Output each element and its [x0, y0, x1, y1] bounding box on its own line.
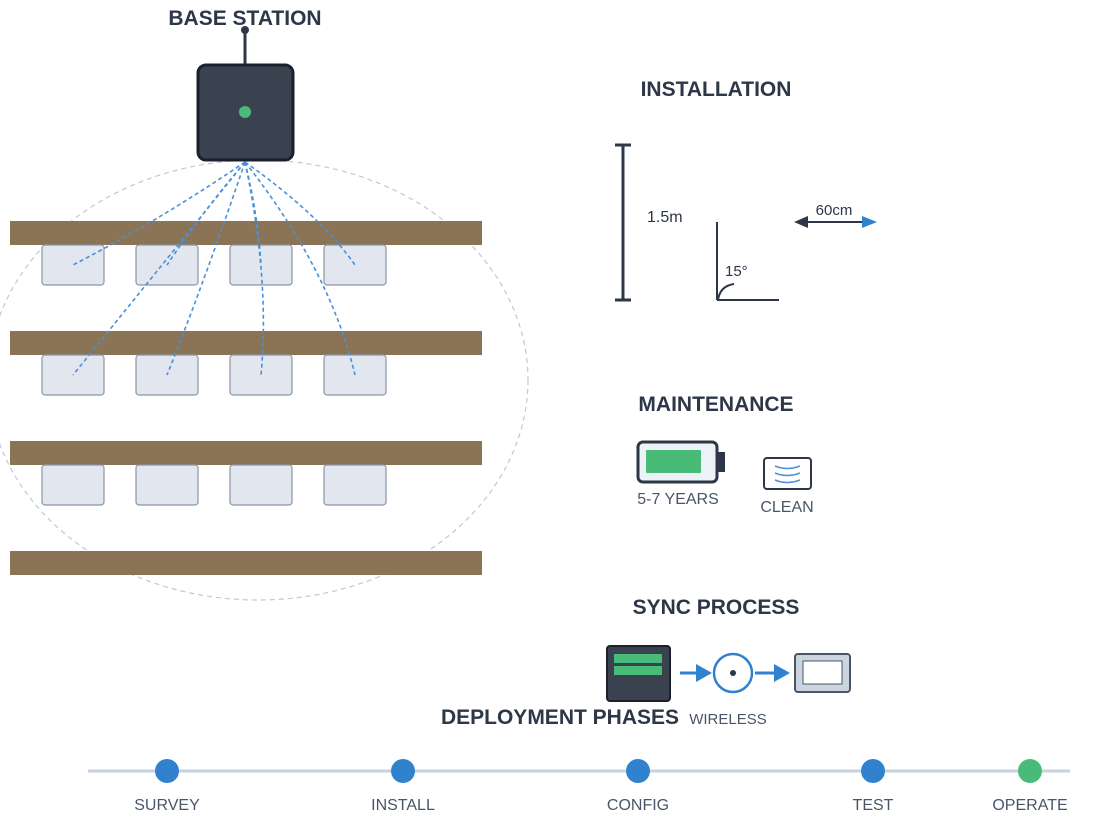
battery-terminal [717, 452, 725, 472]
shelving [10, 221, 482, 575]
phase-label: SURVEY [134, 797, 200, 814]
clean-wave [774, 479, 801, 484]
battery-label: 5-7 YEARS [637, 491, 719, 508]
spacing-label: 60cm [816, 202, 853, 219]
phase-marker [155, 759, 179, 783]
phase-list: SURVEY INSTALL CONFIG TEST OPERATE [134, 759, 1068, 814]
coverage-range [0, 159, 529, 601]
signal-beam [244, 161, 356, 376]
antenna-tip [241, 26, 249, 34]
clean-icon [763, 457, 812, 490]
shelf-3 [10, 441, 482, 465]
shelf-label-tag [41, 464, 105, 506]
signal-beams [72, 161, 356, 376]
server-bar [614, 654, 662, 663]
arrow-right-icon [696, 664, 712, 682]
battery-level [646, 450, 701, 473]
shelf-label-tag [323, 244, 387, 286]
arrow-right-icon [774, 664, 790, 682]
signal-beam [166, 161, 246, 376]
installation-section: INSTALLATION 1.5m 15° 60cm [615, 78, 877, 302]
base-station-title: BASE STATION [168, 7, 321, 30]
wireless-dot [730, 670, 736, 676]
signal-beam [72, 161, 246, 266]
clean-wave [774, 472, 801, 477]
sync-section: SYNC PROCESS WIRELESS [606, 596, 851, 728]
angle-label: 15° [725, 263, 748, 280]
clean-wave [774, 465, 801, 470]
signal-beam [72, 161, 246, 376]
phase-marker [391, 759, 415, 783]
signal-beam [244, 161, 356, 266]
status-led-icon [239, 106, 251, 118]
shelf-label-tag [229, 244, 293, 286]
clean-label: CLEAN [760, 499, 813, 516]
shelf-label-tag [135, 464, 199, 506]
shelf-labels [41, 244, 387, 506]
shelf-label-tag [229, 464, 293, 506]
base-station: BASE STATION [168, 7, 322, 162]
phase-label: OPERATE [992, 797, 1067, 814]
phase-marker [861, 759, 885, 783]
shelf-4 [10, 551, 482, 575]
shelf-label-tag [323, 464, 387, 506]
deployment-title: DEPLOYMENT PHASES [441, 706, 679, 729]
phase-marker [1018, 759, 1042, 783]
shelf-1 [10, 221, 482, 245]
maintenance-title: MAINTENANCE [638, 393, 793, 416]
height-label: 1.5m [647, 209, 683, 226]
deployment-section: DEPLOYMENT PHASES SURVEY INSTALL CONFIG TES… [88, 706, 1070, 814]
signal-beam [244, 161, 265, 376]
arrow-left-icon [794, 216, 808, 228]
sync-title: SYNC PROCESS [633, 596, 800, 619]
shelf-2 [10, 331, 482, 355]
phase-label: CONFIG [607, 797, 669, 814]
maintenance-section: MAINTENANCE 5-7 YEARS CLEAN [636, 393, 814, 516]
shelf-label-tag [41, 244, 105, 286]
installation-title: INSTALLATION [641, 78, 792, 101]
display-screen [802, 660, 843, 685]
wireless-label: WIRELESS [689, 711, 767, 728]
phase-marker [626, 759, 650, 783]
server-bar [614, 666, 662, 675]
shelf-label-tag [229, 354, 293, 396]
phase-label: INSTALL [371, 797, 435, 814]
angle-arc-icon [717, 283, 735, 301]
phase-label: TEST [853, 797, 894, 814]
arrow-right-icon [862, 216, 877, 228]
